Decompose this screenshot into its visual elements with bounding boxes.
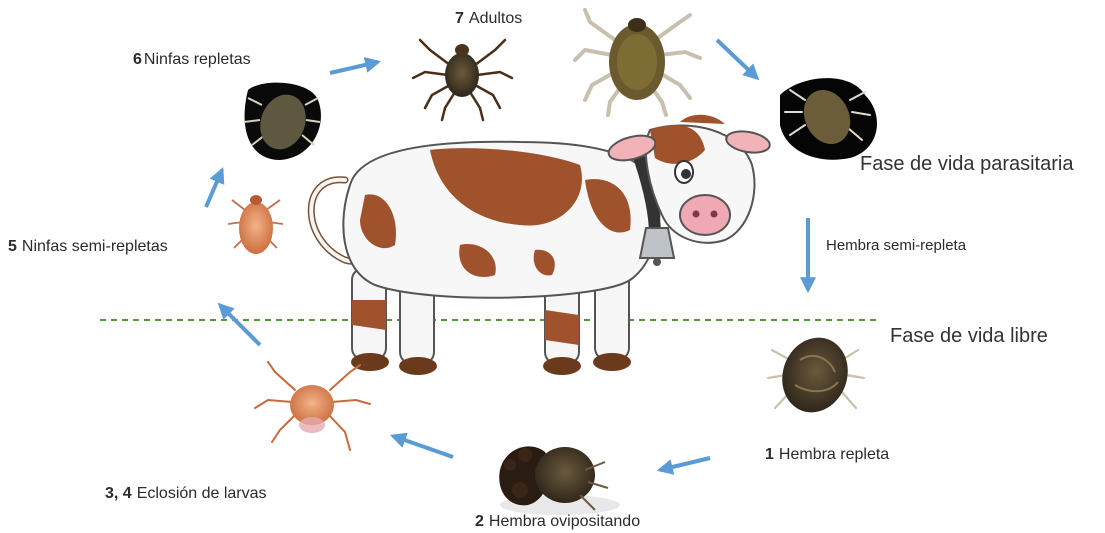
stage-34-number: 3, 4 [105, 485, 132, 502]
engorged-female-tick-image [768, 328, 864, 421]
stage-1-text: Hembra repleta [779, 446, 889, 463]
semi-engorged-label: Hembra semi-repleta [826, 237, 966, 254]
arrow-7-to-semi [717, 40, 757, 78]
stage-34-text: Eclosión de larvas [137, 485, 267, 502]
stage-34-label: 3, 4 Eclosión de larvas [105, 485, 267, 503]
larva-tick-image [255, 362, 370, 450]
stage-2-label: 2 Hembra ovipositando [475, 513, 640, 531]
arrow-6-to-7 [330, 62, 378, 73]
parasitic-phase-label: Fase de vida parasitaria [860, 153, 1073, 176]
stage-6-label: 6Ninfas repletas [133, 51, 251, 69]
arrow-34-to-5 [220, 305, 260, 345]
stage-6-number: 6 [133, 51, 142, 68]
adult-tick-female-image [575, 10, 700, 115]
semi-engorged-text: Hembra semi-repleta [826, 237, 966, 254]
semi-engorged-female-tick-image [780, 78, 877, 160]
stage-1-number: 1 [765, 446, 774, 463]
stage-1-label: 1 Hembra repleta [765, 446, 889, 464]
stage-7-label: 7 Adultos [455, 10, 522, 28]
ovipositing-female-tick-image [499, 446, 620, 515]
stage-7-number: 7 [455, 10, 464, 27]
arrow-1-to-2 [660, 458, 710, 470]
engorged-nymph-tick-image [244, 83, 321, 160]
free-living-phase-label: Fase de vida libre [890, 325, 1048, 348]
adult-tick-male-image [413, 40, 512, 120]
stage-5-number: 5 [8, 238, 17, 255]
cow-illustration [311, 115, 771, 375]
arrow-2-to-34 [393, 436, 453, 457]
stage-2-text: Hembra ovipositando [489, 513, 640, 530]
semi-engorged-nymph-image [228, 195, 283, 254]
stage-6-text: Ninfas repletas [144, 51, 251, 68]
stage-2-number: 2 [475, 513, 484, 530]
stage-7-text: Adultos [469, 10, 522, 27]
stage-5-label: 5 Ninfas semi-repletas [8, 238, 168, 256]
stage-5-text: Ninfas semi-repletas [22, 238, 168, 255]
arrow-5-to-6 [206, 170, 222, 207]
